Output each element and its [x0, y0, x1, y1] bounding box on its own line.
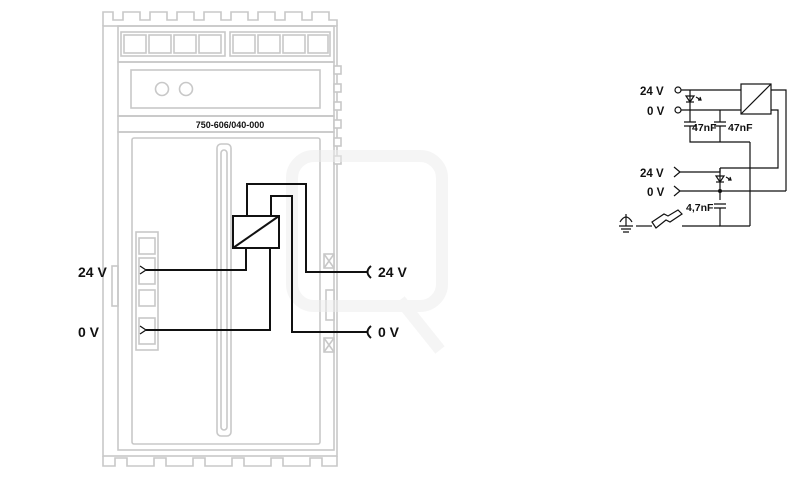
- contact-plus-icon: [366, 265, 372, 279]
- left-0v-label: 0 V: [78, 324, 100, 340]
- wiring: [139, 183, 368, 335]
- module-body: [102, 11, 448, 467]
- sch-cap1-label: 47nF: [692, 122, 717, 134]
- contact-minus-icon: [366, 325, 372, 339]
- sch-cap3-label: 4,7nF: [686, 202, 714, 214]
- watermark: [286, 150, 448, 354]
- left-24v-label: 24 V: [78, 264, 107, 280]
- dc-dc-converter: [232, 215, 280, 249]
- sch-out-24v-label: 24 V: [640, 168, 664, 180]
- sch-in-24v-label: 24 V: [640, 86, 664, 98]
- sch-out-0v-label: 0 V: [647, 187, 665, 199]
- part-number: 750-606/040-000: [196, 120, 265, 130]
- sch-in-0v-label: 0 V: [647, 106, 665, 118]
- right-24v-label: 24 V: [378, 264, 407, 280]
- right-0v-label: 0 V: [378, 324, 400, 340]
- schematic: [619, 83, 787, 233]
- sch-cap2-label: 47nF: [728, 122, 753, 134]
